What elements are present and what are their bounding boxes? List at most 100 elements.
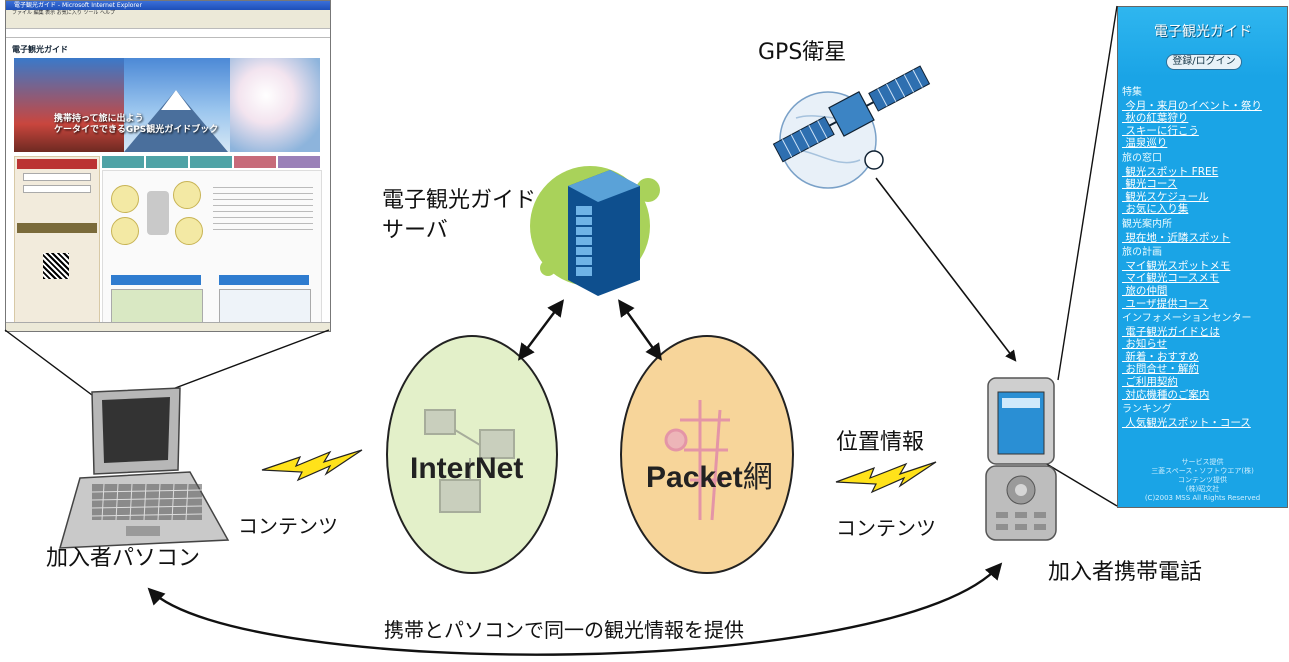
site-main-content [102, 170, 322, 328]
mobile-menu-item: 旅の仲間 [1122, 284, 1168, 297]
login-password-field [23, 185, 91, 193]
callout-line [1057, 5, 1118, 381]
mobile-phone-icon [985, 377, 1057, 541]
server-label: 電子観光ガイド サーバ [382, 186, 536, 246]
browser-page: 電子観光ガイド 携帯持って旅に出よう ケータイでできるGPS観光ガイドブック [6, 38, 330, 328]
feature-circle [173, 181, 201, 209]
gps-satellite-label: GPS衛星 [758, 40, 847, 65]
mobile-menu-item: マイ観光スポットメモ [1122, 259, 1231, 272]
mobile-footer-line: (C)2003 MSS All Rights Reserved [1144, 494, 1261, 502]
site-tab [190, 156, 232, 168]
callout-line [4, 329, 93, 396]
site-name: 電子観光ガイド [12, 45, 68, 54]
mobile-user-label: 加入者携帯電話 [1048, 560, 1203, 585]
pc-user-label: 加入者パソコン [46, 546, 201, 571]
feature-circle [111, 217, 139, 245]
hero-caption: 携帯持って旅に出よう ケータイでできるGPS観光ガイドブック [54, 114, 218, 136]
site-tab [234, 156, 276, 168]
mobile-menu-item: 秋の紅葉狩り [1122, 112, 1189, 125]
satellite-icon [772, 65, 931, 189]
mobile-footer-line: (株)昭文社 [1185, 485, 1220, 493]
site-tab [102, 156, 144, 168]
mobile-section-header: 特集 [1122, 87, 1142, 98]
site-description-text [213, 187, 313, 231]
mobile-menu-item: 対応機種のご案内 [1122, 388, 1210, 401]
mobile-menu-item: マイ観光コースメモ [1122, 272, 1220, 285]
server-internet-arrow [517, 299, 565, 361]
mobile-menu-item: 現在地・近隣スポット [1122, 231, 1231, 244]
site-tab [278, 156, 320, 168]
mobile-section-header: ランキング [1122, 404, 1172, 416]
contents-label-left: コンテンツ [238, 514, 338, 538]
mobile-section-header: 旅の窓口 [1122, 152, 1162, 164]
mobile-menu-item: 人気観光スポット・コース [1122, 416, 1251, 429]
site-tab [146, 156, 188, 168]
browser-menubar: ファイル 編集 表示 お気に入り ツール ヘルプ [6, 10, 330, 17]
phone-image [147, 191, 169, 235]
packet-network-label-prefix: Packet [646, 461, 743, 494]
course-sample-map [219, 289, 311, 327]
internet-cloud [386, 335, 558, 574]
server-label-line1: 電子観光ガイド [382, 188, 537, 213]
mobile-section-header: 旅の計画 [1122, 247, 1162, 259]
server-label-line2: サーバ [382, 218, 448, 243]
browser-address-bar [6, 29, 330, 38]
feature-circle [175, 217, 203, 245]
course-sample-button [219, 275, 309, 285]
mobile-menu-item: 電子観光ガイドとは [1122, 325, 1220, 338]
mobile-section-header: 観光案内所 [1122, 218, 1172, 230]
shared-info-arrow [147, 562, 1003, 656]
browser-toolbar [6, 17, 330, 29]
login-user-field [23, 173, 91, 181]
mobile-menu-item: 観光スケジュール [1122, 190, 1209, 203]
browser-statusbar [6, 322, 330, 331]
login-header [17, 159, 97, 169]
mobile-menu-item: お問合せ・解約 [1122, 363, 1199, 376]
site-login-panel [14, 156, 100, 328]
hero-line-2: ケータイでできるGPS観光ガイドブック [54, 125, 219, 135]
mobile-menu-item: スキーに行こう [1122, 124, 1199, 137]
browser-titlebar: 電子観光ガイド - Microsoft Internet Explorer [6, 1, 330, 10]
mobile-menu-list: 特集 今月・来月のイベント・祭り 秋の紅葉狩り スキーに行こう 温泉巡り旅の窓口… [1122, 87, 1287, 432]
spot-sample-button [111, 275, 201, 285]
mobile-section-header: インフォメーションセンター [1122, 313, 1252, 325]
site-tabs [102, 156, 320, 168]
mobile-footer-line: サービス提供 [1181, 458, 1224, 466]
mobile-menu-item: お気に入り集 [1122, 203, 1189, 216]
mobile-screen-screenshot: 電子観光ガイド 登録/ログイン 特集 今月・来月のイベント・祭り 秋の紅葉狩り … [1117, 6, 1288, 508]
mobile-site-header [17, 223, 97, 233]
callout-line [1039, 459, 1118, 507]
server-icon [530, 166, 660, 296]
feature-circle [111, 185, 139, 213]
packet-network-icon [664, 400, 730, 521]
packet-network-label: Packet網 [646, 452, 773, 496]
mobile-menu-item: お知らせ [1122, 338, 1168, 351]
callout-line [169, 329, 330, 391]
spot-sample-map [111, 289, 203, 327]
mobile-login-button: 登録/ログイン [1166, 54, 1242, 70]
bottom-caption: 携帯とパソコンで同一の観光情報を提供 [384, 618, 744, 642]
mountain-snowcap [161, 90, 191, 110]
packet-network-label-suffix: 網 [742, 461, 773, 494]
mobile-footer-line: コンテンツ提供 [1178, 476, 1227, 484]
packet-network-cloud [620, 335, 794, 574]
location-info-label: 位置情報 [836, 430, 925, 455]
internet-label: InterNet [410, 452, 524, 485]
qr-code [43, 253, 69, 279]
contents-label-right: コンテンツ [836, 516, 936, 540]
hero-line-1: 携帯持って旅に出よう [54, 114, 144, 124]
mobile-footer: サービス提供三菱スペース・ソフトウエア(株)コンテンツ提供(株)昭文社(C)20… [1118, 458, 1287, 503]
mobile-menu-item: 観光スポット FREE [1122, 165, 1219, 178]
mobile-menu-item: ご利用契約 [1122, 376, 1178, 389]
mobile-menu-item: ユーザ提供コース [1122, 297, 1209, 310]
pc-browser-screenshot: 電子観光ガイド - Microsoft Internet Explorer ファ… [5, 0, 331, 332]
mobile-menu-item: 今月・来月のイベント・祭り [1122, 99, 1262, 112]
site-hero-image: 携帯持って旅に出よう ケータイでできるGPS観光ガイドブック [14, 58, 320, 152]
blossom-image [230, 58, 320, 152]
gps-phone-arrow [875, 177, 1017, 362]
shrine-image [14, 58, 124, 152]
internet-network-icon [424, 409, 515, 513]
mobile-menu-item: 観光コース [1122, 178, 1178, 191]
server-packet-arrow [618, 299, 662, 361]
